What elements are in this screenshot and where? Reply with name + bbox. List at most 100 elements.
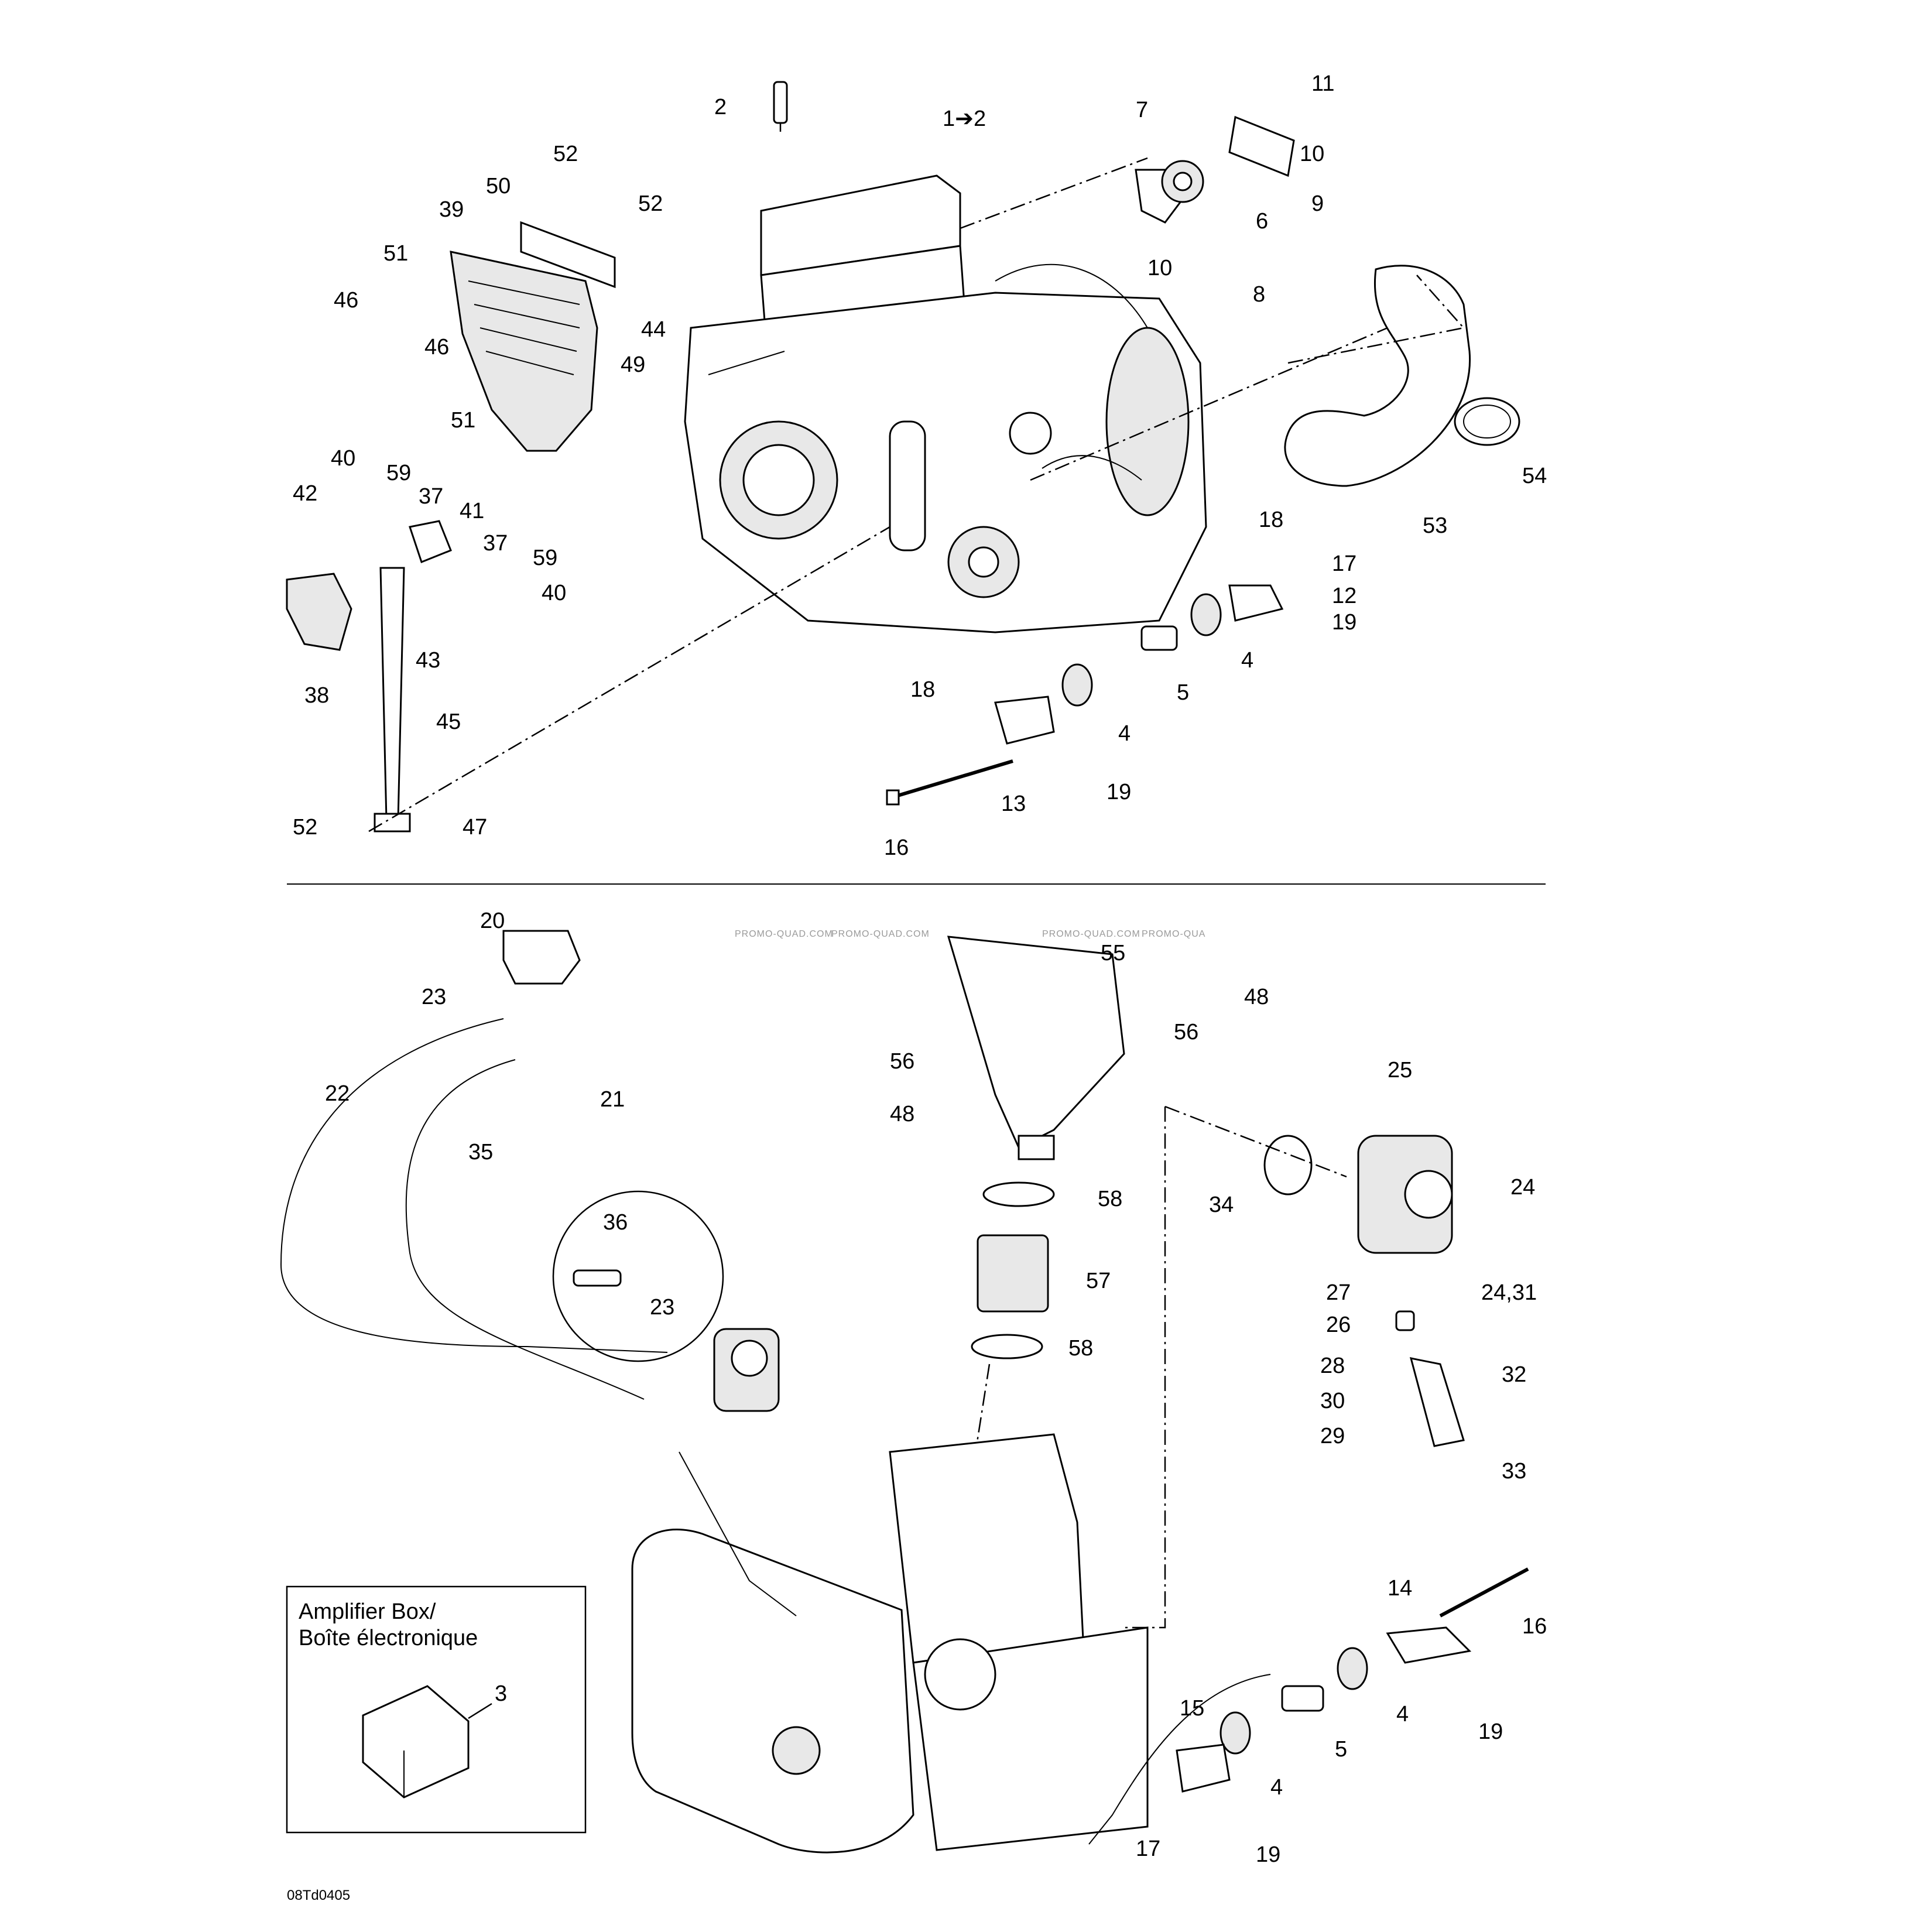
mount-4-right-icon: [1337, 1647, 1368, 1690]
callout-top: 44: [641, 317, 666, 342]
callout-top: 38: [304, 683, 329, 708]
callout-top: 51: [383, 241, 408, 266]
callout-bottom: 24: [1510, 1175, 1535, 1200]
bracket-9-icon: [1228, 115, 1295, 177]
callout-bottom: 58: [1098, 1187, 1122, 1211]
cable-22: [280, 1018, 668, 1353]
callout-top: 4: [1118, 721, 1131, 746]
callout-bottom: 30: [1320, 1389, 1345, 1413]
callout-bottom: 14: [1388, 1576, 1412, 1601]
bracket-44-icon: [520, 221, 616, 289]
callout-bottom: 4: [1396, 1702, 1409, 1727]
callout-bottom: 48: [1244, 985, 1269, 1009]
clamp-34-icon: [1263, 1135, 1313, 1195]
amplifier-box-title-2: Boîte électronique: [299, 1626, 478, 1650]
diagram-code: 08Td0405: [287, 1888, 350, 1903]
callout-bottom: 20: [480, 909, 505, 933]
watermark-2: PROMO-QUAD.COM: [831, 929, 930, 939]
callout-bottom: 28: [1320, 1354, 1345, 1378]
callout-top: 37: [483, 531, 508, 556]
callout-top: 9: [1311, 191, 1324, 216]
callout-top: 53: [1423, 513, 1447, 538]
mount-4-left-icon: [1220, 1711, 1251, 1755]
callout-bottom: 55: [1101, 941, 1125, 965]
callout-top: 46: [424, 335, 449, 359]
callout-top: 59: [533, 546, 557, 570]
cable-35: [405, 1059, 645, 1400]
air-box-55-icon: [947, 936, 1125, 1160]
engine-top-illustration: [684, 174, 1207, 633]
mount-5-bottom-icon: [1281, 1685, 1324, 1712]
amplifier-box-panel: Amplifier Box/ Boîte électronique 3: [286, 1585, 587, 1834]
bolt-16-icon: [886, 759, 1013, 806]
callout-bottom: 26: [1326, 1313, 1351, 1337]
callout-bottom: 56: [890, 1049, 914, 1074]
callout-bottom: 19: [1478, 1719, 1503, 1744]
exhaust-pipe-icon: [1284, 265, 1471, 487]
callout-top: 50: [486, 174, 511, 198]
callout-bottom: 25: [1388, 1058, 1412, 1083]
watermarks: PROMO-QUAD.COM PROMO-QUAD.COM PROMO-QUAD…: [735, 929, 1205, 939]
detail-circle: [552, 1190, 724, 1362]
callout-bottom: 35: [468, 1140, 493, 1164]
callout-bottom: 23: [422, 985, 446, 1009]
callout-bottom: 4: [1270, 1775, 1283, 1800]
callout-bottom: 34: [1209, 1193, 1234, 1217]
callout-top: 7: [1136, 98, 1148, 122]
callout-top: 51: [451, 408, 475, 433]
mount-4-lower-icon: [1061, 663, 1093, 707]
mount-4-top-icon: [1190, 593, 1222, 636]
watermark-3: PROMO-QUAD.COM: [1042, 929, 1140, 939]
sleeve-57-icon: [977, 1234, 1049, 1313]
bolt-16-bottom-icon: [1439, 1567, 1529, 1618]
callout-bottom: 16: [1522, 1614, 1547, 1639]
clamp-54-icon: [1454, 397, 1520, 446]
callout-top: 18: [910, 677, 935, 702]
callout-top: 41: [460, 499, 484, 523]
engine-bottom-illustration: [631, 1433, 1149, 1854]
callout-top: 17: [1332, 551, 1356, 576]
callout-top: 46: [334, 288, 358, 313]
callouts-bottom: 20 23 21 22 35 36 23 55 48 56 56 48 58 5…: [325, 909, 1547, 1867]
bracket-15-icon: [1176, 1743, 1231, 1793]
callout-top: 18: [1259, 508, 1283, 532]
plate-41-icon: [409, 520, 452, 563]
callout-top: 11: [1311, 71, 1334, 96]
amplifier-box-title-1: Amplifier Box/: [299, 1599, 436, 1624]
callout-top: 52: [553, 142, 578, 166]
amplifier-box-icon: [362, 1685, 470, 1799]
callout-top: 45: [436, 710, 461, 734]
callout-top: 59: [386, 461, 411, 485]
spark-plug-icon: [773, 81, 788, 132]
callout-bottom: 24,31: [1481, 1280, 1537, 1305]
callout-bottom: 57: [1086, 1269, 1111, 1293]
callout-top: 49: [621, 352, 645, 377]
callout-3: 3: [495, 1681, 507, 1706]
callout-bottom: 27: [1326, 1280, 1351, 1305]
callout-bottom: 48: [890, 1102, 914, 1126]
callout-top: 4: [1241, 648, 1253, 673]
bracket-13-icon: [994, 696, 1055, 745]
callout-top: 54: [1522, 464, 1547, 488]
callouts-top: 2 1➔2 7 11 10 9 6 10 8 52 50 39 52 51 46…: [293, 71, 1547, 860]
bracket-14-icon: [1386, 1626, 1472, 1664]
clamp-58-lower-icon: [971, 1334, 1043, 1359]
callout-bottom: 58: [1068, 1336, 1093, 1361]
callout-bottom: 22: [325, 1081, 350, 1106]
mount-6-icon: [1161, 160, 1204, 203]
bracket-28-icon: [1409, 1357, 1465, 1447]
callout-bottom: 33: [1502, 1459, 1526, 1484]
callout-bottom: 36: [603, 1210, 628, 1235]
callout-bottom: 17: [1136, 1837, 1160, 1861]
callout-bottom: 15: [1180, 1696, 1204, 1721]
callout-bottom: 56: [1174, 1020, 1198, 1044]
callout-bottom: 23: [650, 1295, 674, 1320]
callout-top: 39: [439, 197, 464, 222]
callout-top: 19: [1107, 780, 1131, 804]
callout-top: 42: [293, 481, 317, 506]
carburetor-small-icon: [713, 1328, 780, 1412]
bracket-12-icon: [1228, 584, 1284, 622]
watermark-4: PROMO-QUA: [1142, 929, 1205, 939]
callout-top: 43: [416, 648, 440, 673]
carburetor-25-icon: [1357, 1135, 1453, 1254]
